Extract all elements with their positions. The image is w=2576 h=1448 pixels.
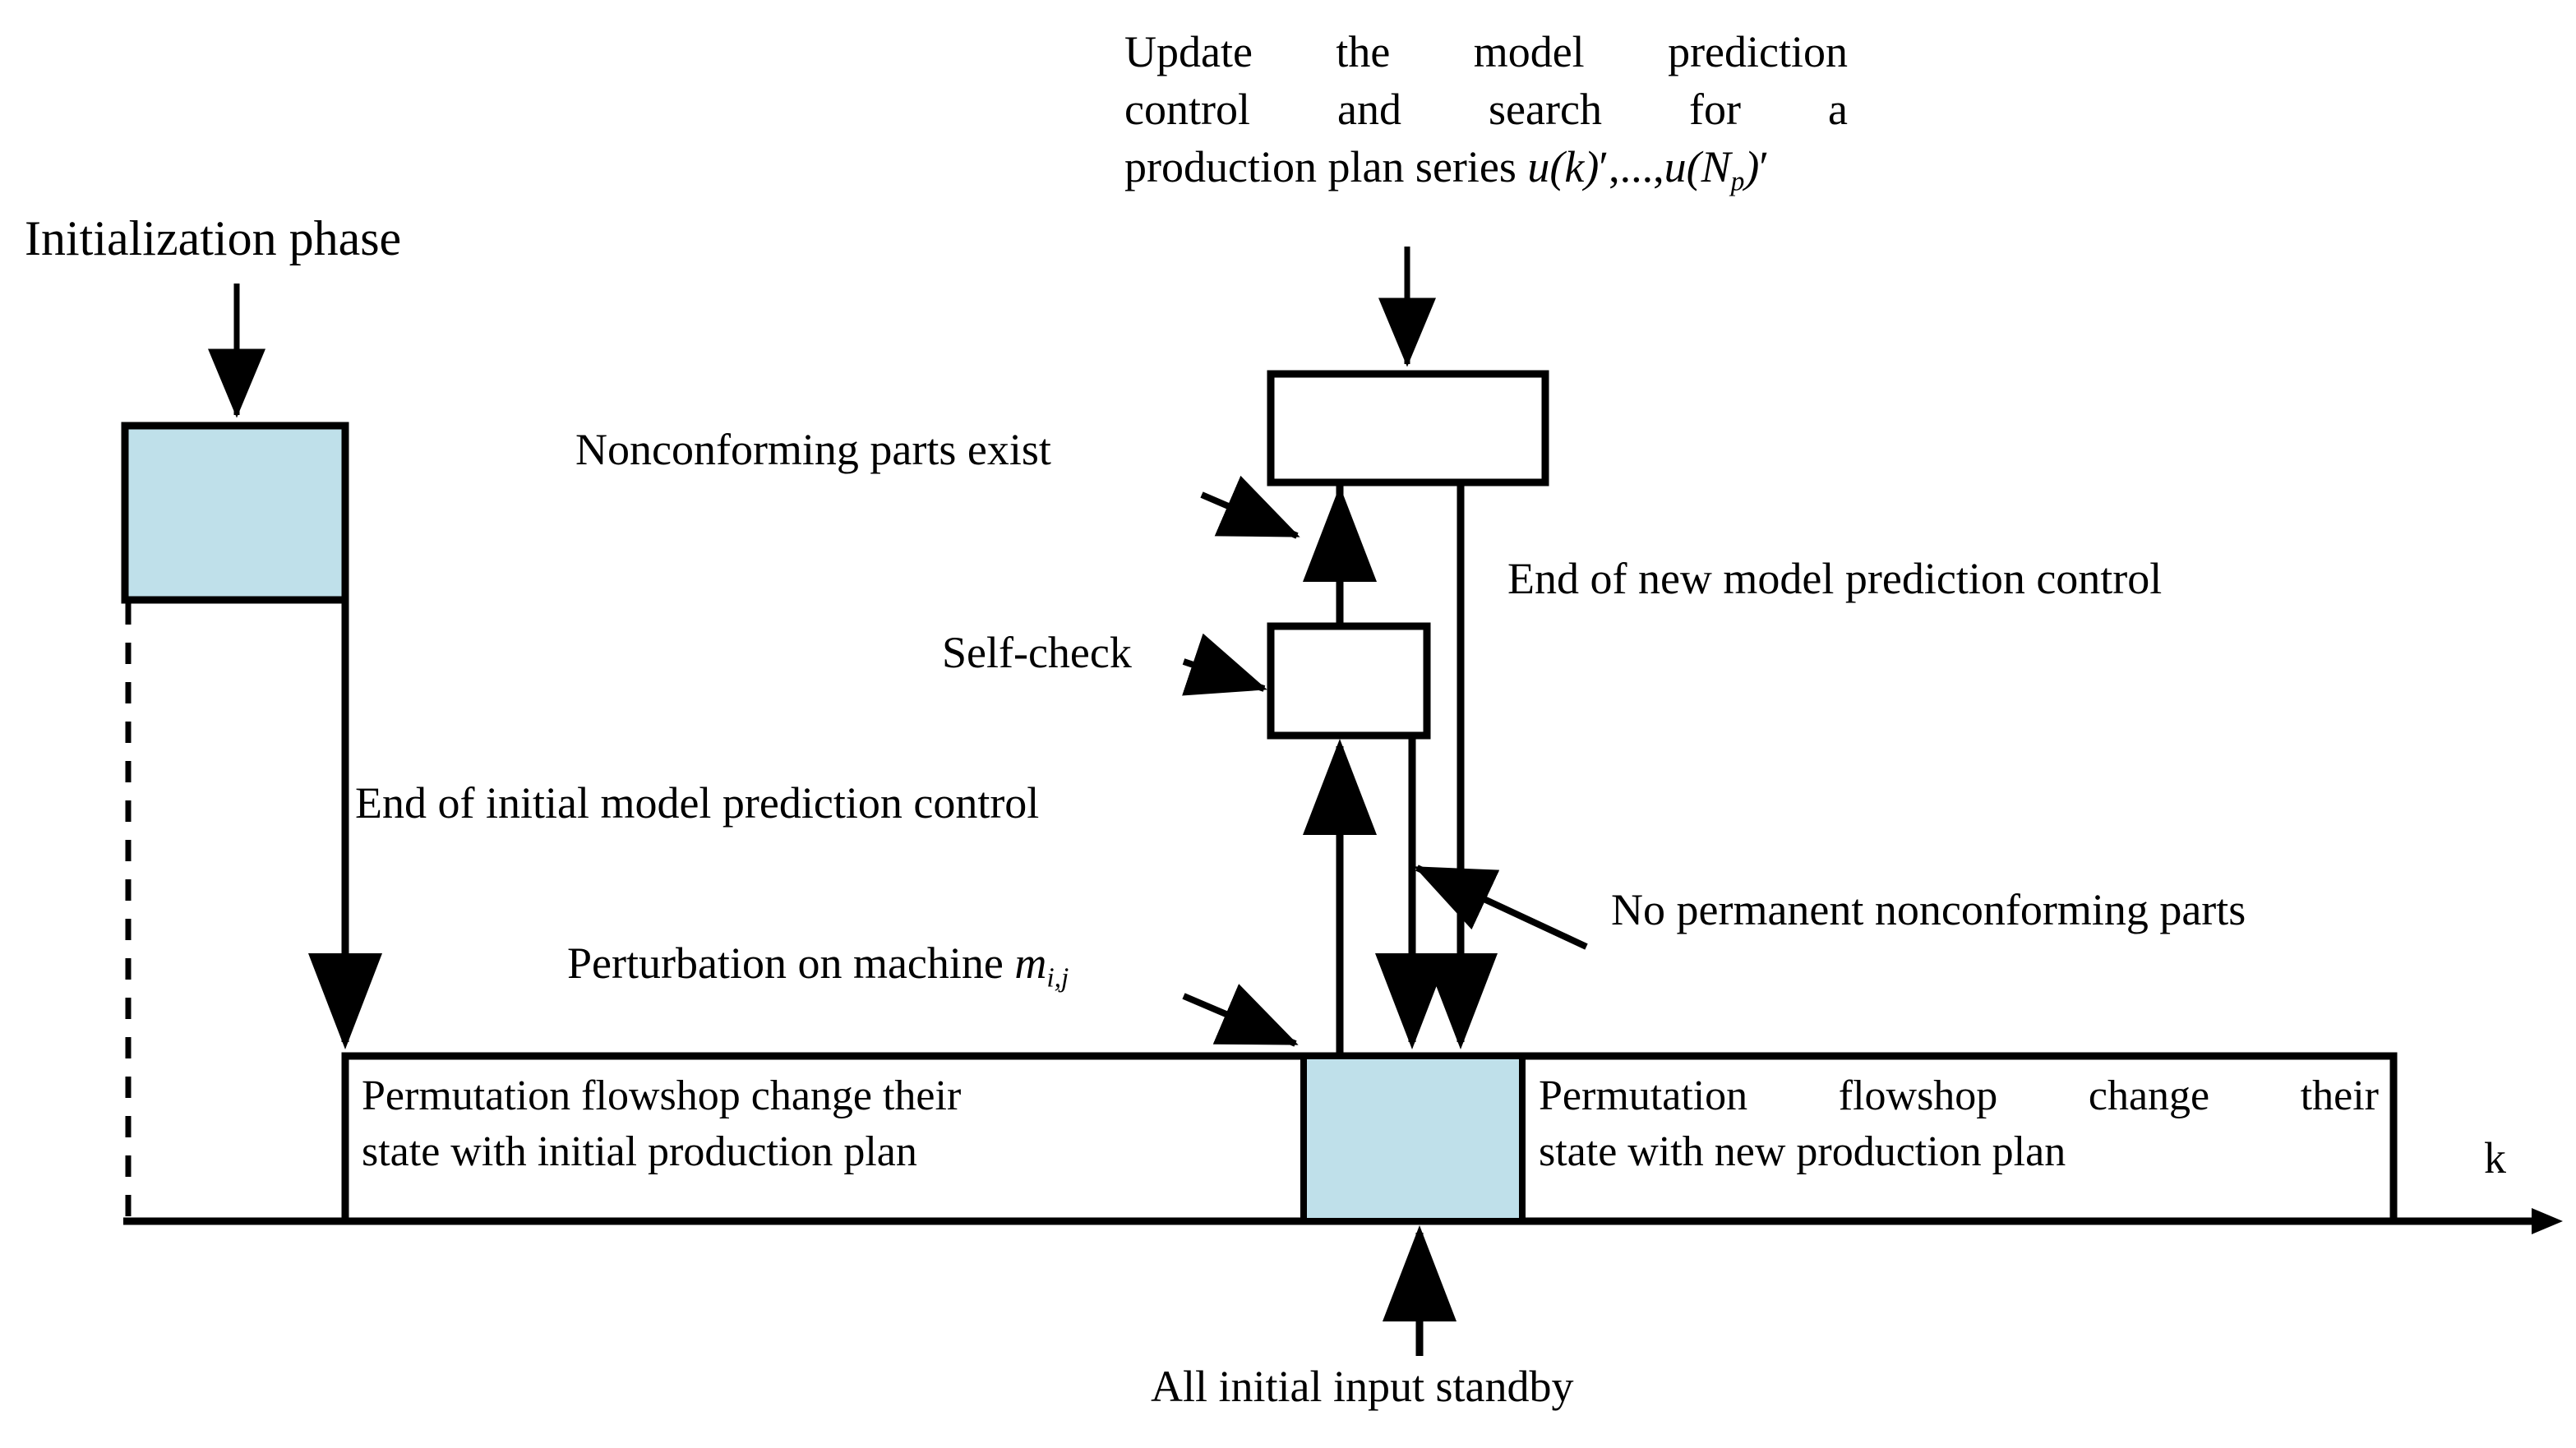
math-k-arg: (k) bbox=[1549, 142, 1600, 192]
bar-cell-initial-plan: Permutation flowshop change their state … bbox=[362, 1068, 1290, 1179]
bar-cell-new-plan-line2: state with new production plan bbox=[1539, 1128, 2066, 1175]
math-ellipsis-sep: ,..., bbox=[1609, 142, 1664, 192]
math-N-subscript: p bbox=[1730, 167, 1745, 198]
math-N-close: ) bbox=[1744, 142, 1760, 192]
machine-subscript: i,j bbox=[1046, 962, 1069, 994]
end-of-new-mpc-label: End of new model prediction control bbox=[1507, 554, 2163, 603]
initialization-phase-label: Initialization phase bbox=[25, 211, 402, 265]
axis-label-k: k bbox=[2484, 1133, 2506, 1183]
axis-arrowhead bbox=[2532, 1208, 2563, 1234]
math-N-open: (N bbox=[1686, 142, 1731, 192]
perturbation-label: Perturbation on machine mi,j bbox=[567, 937, 1069, 995]
arrow-no-permanent-nonconforming bbox=[1414, 865, 1588, 950]
update-mpc-caption-line2: control and search for a bbox=[1124, 85, 1848, 135]
update-mpc-caption-line3-prefix: production plan series bbox=[1124, 142, 1528, 192]
math-u-2: u bbox=[1664, 142, 1687, 192]
no-permanent-nonconforming-label: No permanent nonconforming parts bbox=[1611, 885, 2246, 934]
initialization-block bbox=[121, 422, 349, 604]
timeline-bar bbox=[341, 1052, 2398, 1225]
perturbation-label-text: Perturbation on machine bbox=[567, 938, 1015, 988]
bar-cell-initial-plan-line1: Permutation flowshop change their bbox=[362, 1072, 962, 1119]
end-of-initial-mpc-label: End of initial model prediction control bbox=[355, 778, 1040, 828]
self-check-box bbox=[1267, 622, 1431, 740]
bar-cell-new-plan-line1: Permutation flowshop change their bbox=[1539, 1072, 2379, 1119]
math-u-1: u bbox=[1527, 142, 1550, 192]
math-prime-1: ′ bbox=[1599, 142, 1609, 192]
all-initial-input-standby-label: All initial input standby bbox=[1151, 1362, 1574, 1411]
update-mpc-caption-line1: Update the model prediction bbox=[1124, 27, 1848, 76]
math-prime-2: ′ bbox=[1759, 142, 1770, 192]
bar-cell-initial-plan-line2: state with initial production plan bbox=[362, 1128, 917, 1175]
arrow-self-check-label bbox=[1182, 633, 1267, 696]
update-mpc-caption-line3: production plan series u(k)′,...,u(Np)′ bbox=[1124, 138, 1848, 200]
arrow-nonconforming-parts-exist bbox=[1200, 475, 1300, 539]
update-mpc-caption: Update the model prediction control and … bbox=[1124, 23, 1848, 201]
arrow-perturbation bbox=[1182, 984, 1299, 1047]
update-mpc-box bbox=[1267, 370, 1549, 487]
self-check-label: Self-check bbox=[942, 628, 1132, 677]
bar-cell-new-plan: Permutation flowshop change their state … bbox=[1539, 1068, 2379, 1179]
nonconforming-parts-exist-label: Nonconforming parts exist bbox=[575, 425, 1051, 474]
machine-symbol: m bbox=[1014, 938, 1047, 988]
